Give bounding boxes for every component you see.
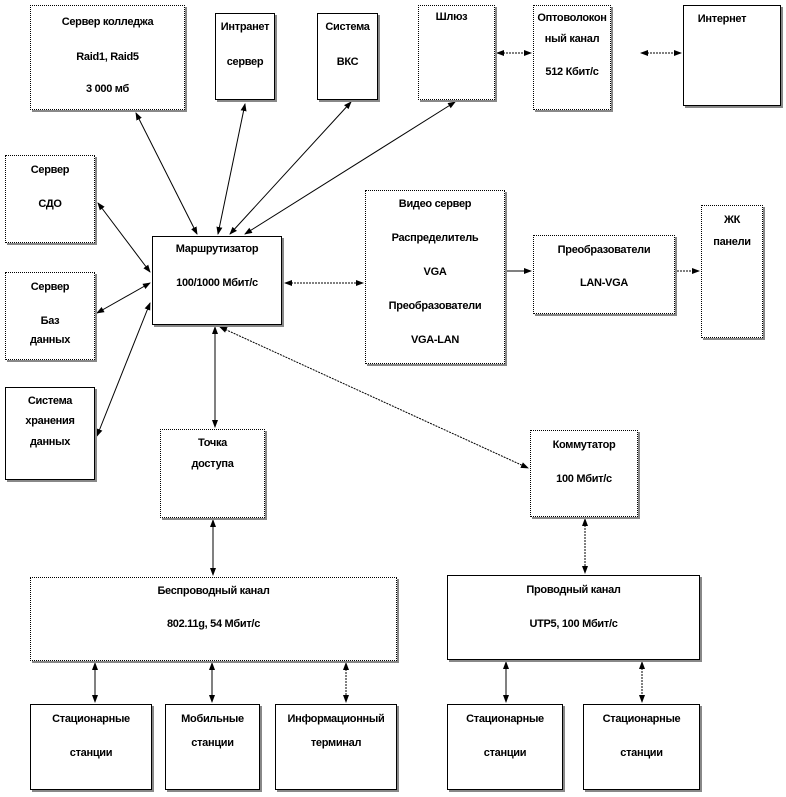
label: панели xyxy=(713,236,751,248)
label: ный канал xyxy=(544,33,600,45)
label: 512 Кбит/с xyxy=(545,66,599,78)
link-router-storage xyxy=(96,302,151,437)
node-lan-vga-converters: Преобразователи LAN-VGA xyxy=(533,235,675,314)
label: Мобильные xyxy=(181,713,244,725)
link-router-intranet xyxy=(216,103,247,235)
label: Шлюз xyxy=(435,11,468,23)
label: СДО xyxy=(38,198,62,210)
label: Коммутатор xyxy=(552,439,616,451)
label: Маршрутизатор xyxy=(175,243,259,255)
label: VGA-LAN xyxy=(410,334,459,346)
label: данных xyxy=(29,334,71,346)
node-switch: Коммутатор 100 Мбит/с xyxy=(530,430,638,517)
label: Интернет xyxy=(697,13,747,25)
label: ЖК xyxy=(723,214,741,226)
label: сервер xyxy=(226,56,264,68)
label: Распределитель xyxy=(391,232,479,244)
node-vks-system: Система ВКС xyxy=(317,13,378,100)
label: Баз xyxy=(40,315,60,327)
node-intranet-server: Интранет сервер xyxy=(215,13,275,100)
label: Стационарные xyxy=(52,713,130,725)
node-db-server: Сервер Баз данных xyxy=(5,272,95,360)
node-gateway: Шлюз xyxy=(418,5,495,100)
node-access-point: Точка доступа xyxy=(160,429,265,518)
node-stationary-stations-3: Стационарные станции xyxy=(583,704,700,790)
label: Оптоволокон xyxy=(537,12,607,24)
label: Сервер колледжа xyxy=(61,16,154,28)
label: UTP5, 100 Мбит/с xyxy=(529,618,618,630)
node-wired-channel: Проводный канал UTP5, 100 Мбит/с xyxy=(447,575,700,660)
node-internet: Интернет xyxy=(683,5,781,106)
node-mobile-stations: Мобильные станции xyxy=(165,704,260,790)
label: LAN-VGA xyxy=(579,277,628,289)
label: Система xyxy=(325,21,370,33)
node-video-server: Видео сервер Распределитель VGA Преобраз… xyxy=(365,190,505,364)
node-info-terminal: Информационный терминал xyxy=(275,704,397,790)
label: Беспроводный канал xyxy=(157,585,270,597)
label: Информационный xyxy=(287,713,385,725)
label: хранения xyxy=(25,415,75,427)
label: Сервер xyxy=(30,164,70,176)
link-router-college xyxy=(135,112,198,235)
node-stationary-stations-1: Стационарные станции xyxy=(30,704,152,790)
label: Видео сервер xyxy=(398,198,472,210)
label: Сервер xyxy=(30,281,70,293)
node-fiber-channel: Оптоволокон ный канал 512 Кбит/с xyxy=(533,5,611,110)
node-sdo-server: Сервер СДО xyxy=(5,155,95,243)
label: VGA xyxy=(423,266,447,278)
label: Raid1, Raid5 xyxy=(76,51,139,63)
label: данных xyxy=(29,436,71,448)
label: Проводный канал xyxy=(526,584,621,596)
node-wireless-channel: Беспроводный канал 802.11g, 54 Мбит/с xyxy=(30,577,397,661)
label: 100 Мбит/с xyxy=(556,473,612,485)
label: Точка xyxy=(198,437,227,449)
label: доступа xyxy=(191,458,234,470)
label: Система xyxy=(27,395,73,407)
label: Преобразователи xyxy=(557,244,651,256)
node-storage-system: Система хранения данных xyxy=(5,387,95,480)
node-router: Маршрутизатор 100/1000 Мбит/с xyxy=(152,236,282,325)
link-router-db xyxy=(96,282,151,314)
label: Преобразователи xyxy=(388,300,482,312)
label: ВКС xyxy=(336,56,359,68)
link-router-sdo xyxy=(97,202,151,273)
node-lcd-panels: ЖК панели xyxy=(701,205,763,338)
label: Стационарные xyxy=(602,713,681,725)
label: станции xyxy=(69,747,113,759)
link-router-switch xyxy=(219,326,529,469)
label: станции xyxy=(191,737,234,749)
label: станции xyxy=(620,747,663,759)
label: 100/1000 Мбит/с xyxy=(176,277,258,289)
label: терминал xyxy=(310,737,362,749)
node-college-server: Сервер колледжа Raid1, Raid5 3 000 мб xyxy=(30,5,185,110)
node-stationary-stations-2: Стационарные станции xyxy=(447,704,563,790)
label: Стационарные xyxy=(466,713,544,725)
label: 802.11g, 54 Мбит/с xyxy=(166,618,261,630)
link-router-gateway xyxy=(244,101,456,235)
link-router-vks xyxy=(229,101,352,235)
label: станции xyxy=(483,747,527,759)
label: Интранет xyxy=(220,21,270,33)
label: 3 000 мб xyxy=(86,83,129,95)
